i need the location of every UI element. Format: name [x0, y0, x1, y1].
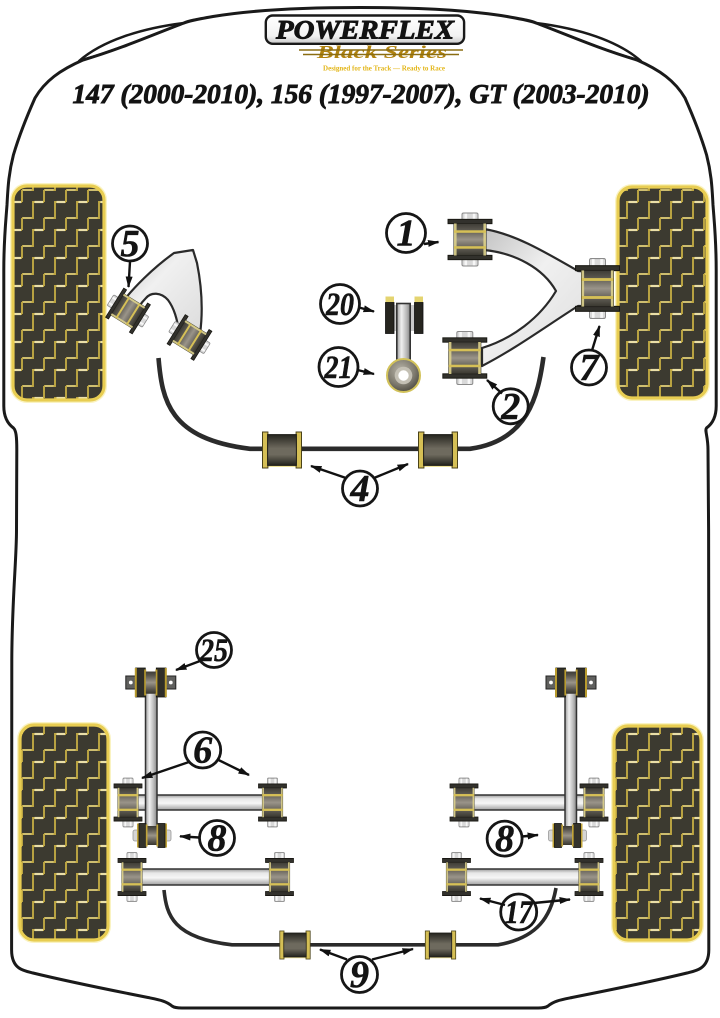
svg-text:20: 20 — [325, 287, 354, 323]
svg-text:Designed for the Track — Ready: Designed for the Track — Ready to Race — [323, 65, 445, 73]
svg-text:POWERFLEX: POWERFLEX — [275, 16, 455, 45]
svg-text:8: 8 — [208, 818, 227, 860]
svg-text:Black Series: Black Series — [316, 42, 448, 62]
svg-text:7: 7 — [580, 347, 601, 389]
svg-text:5: 5 — [121, 223, 140, 265]
svg-text:147 (2000-2010), 156 (1997-200: 147 (2000-2010), 156 (1997-2007), GT (20… — [73, 79, 650, 109]
svg-text:21: 21 — [324, 350, 353, 386]
svg-text:1: 1 — [397, 213, 416, 255]
svg-text:9: 9 — [350, 954, 369, 996]
svg-text:4: 4 — [350, 468, 370, 510]
svg-text:25: 25 — [199, 633, 228, 669]
svg-text:8: 8 — [495, 818, 514, 860]
svg-text:17: 17 — [505, 895, 534, 931]
svg-text:6: 6 — [193, 730, 212, 772]
svg-text:2: 2 — [500, 386, 520, 428]
